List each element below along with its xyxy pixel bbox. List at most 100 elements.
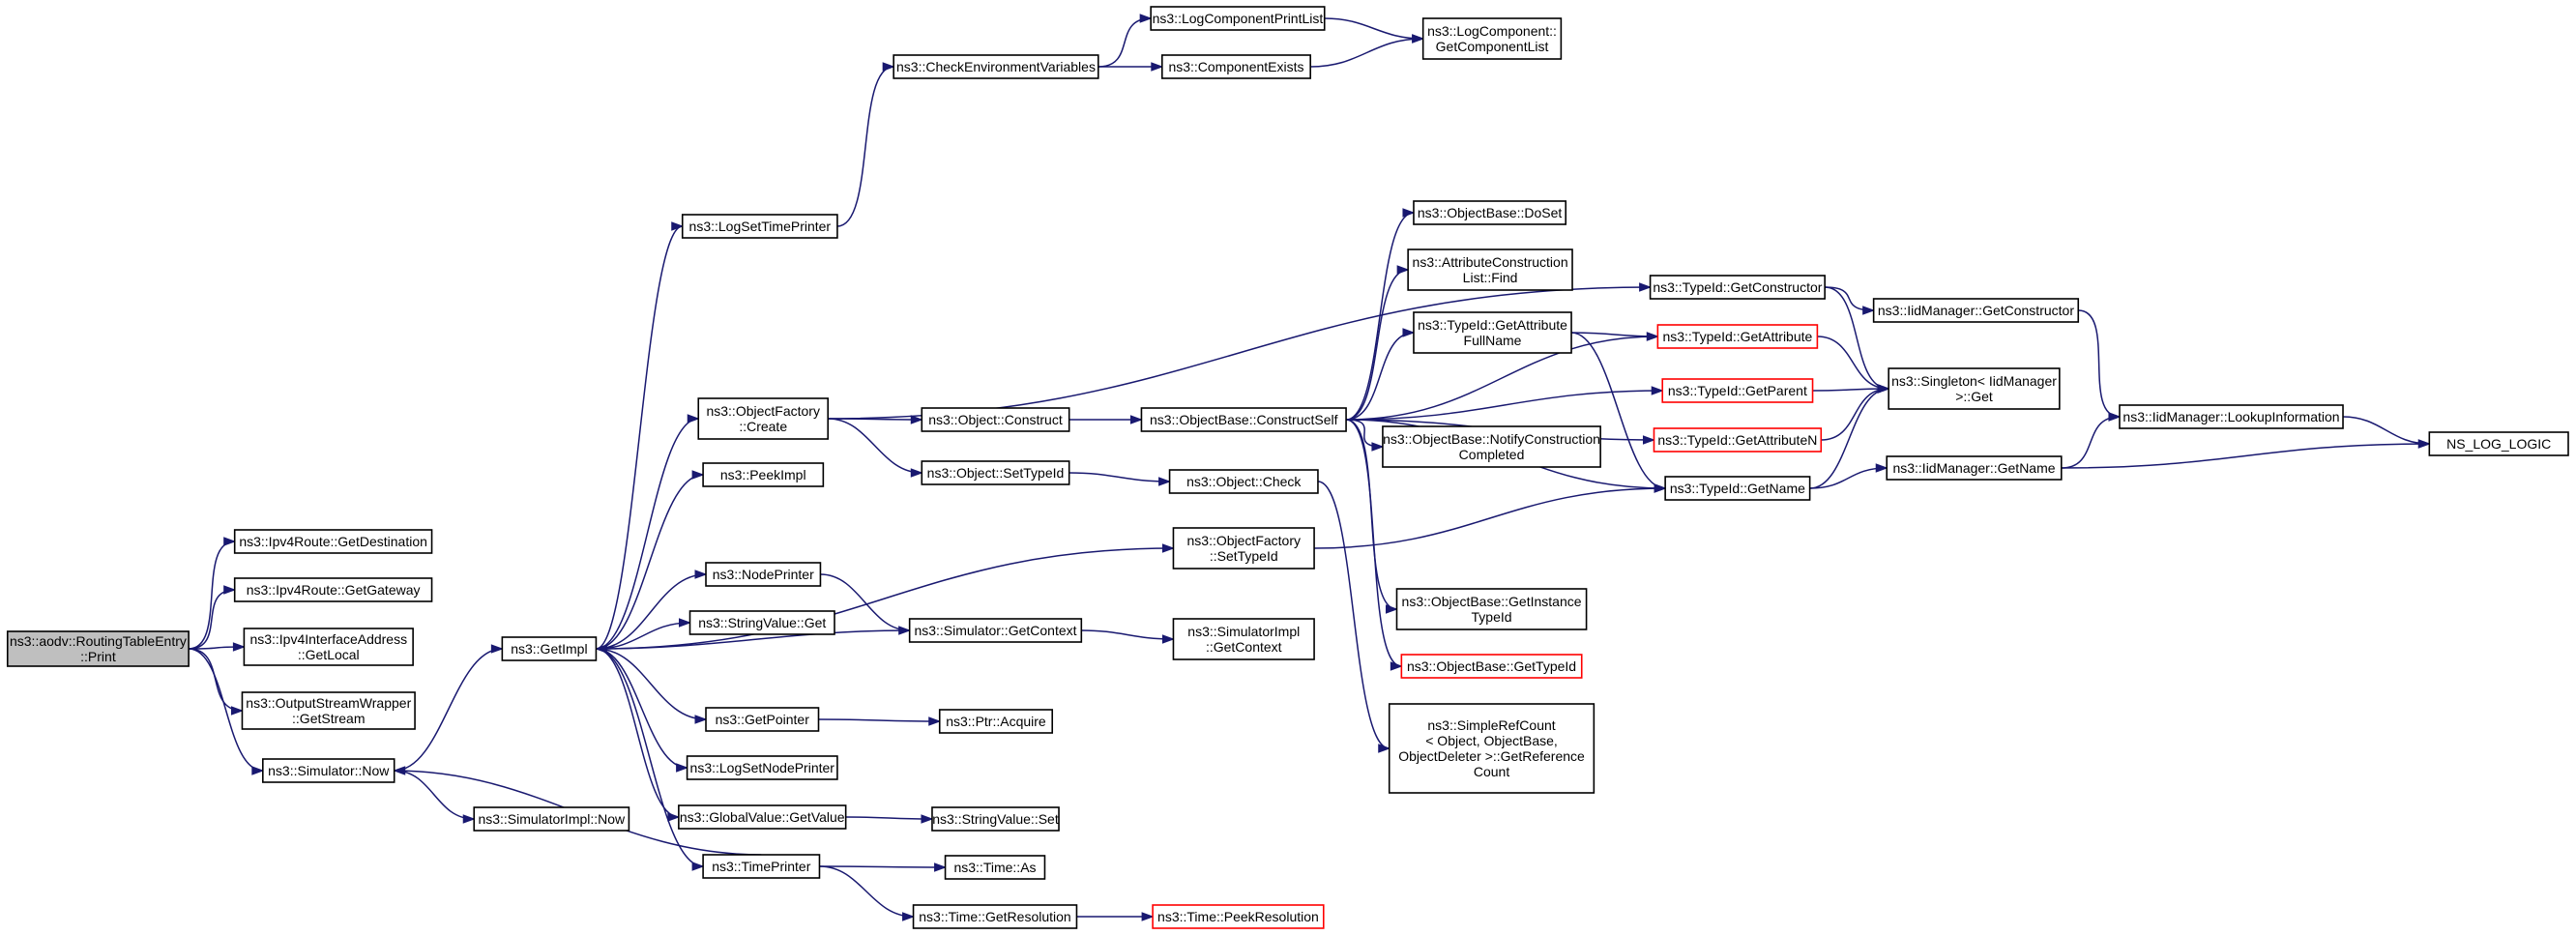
edge-line [819,865,914,918]
node-objcheck[interactable]: ns3::Object::Check [1168,469,1319,494]
node-tidgetattrn[interactable]: ns3::TypeId::GetAttributeN [1653,427,1823,453]
node-getpointer[interactable]: ns3::GetPointer [705,707,820,732]
edge-line [1571,332,1658,337]
node-obconstructself[interactable]: ns3::ObjectBase::ConstructSelf [1140,407,1347,432]
edge-timegetres-timepeekres [1076,912,1155,921]
node-box-ofsettypeid [1172,527,1315,570]
edge-line [596,648,707,720]
node-checkenv[interactable]: ns3::CheckEnvironmentVariables [893,54,1099,79]
node-obdoset[interactable]: ns3::ObjectBase::DoSet [1413,200,1567,225]
node-objconstruct[interactable]: ns3::Object::Construct [921,407,1070,432]
node-getgw[interactable]: ns3::Ipv4Route::GetGateway [233,577,433,602]
edge-obconstructself-tidgetparent [1346,386,1664,421]
edge-line [394,770,475,820]
edge-objsettypeid-objcheck [1068,472,1172,486]
edge-tidgetattrfull-tidgetname [1571,332,1667,493]
edge-arrowhead [1877,384,1890,394]
node-box-print [6,630,190,667]
node-getlocal[interactable]: ns3::Ipv4InterfaceAddress::GetLocal [243,628,414,666]
node-timegetres[interactable]: ns3::Time::GetResolution [912,904,1078,929]
node-simimplgetctx[interactable]: ns3::SimulatorImpl::GetContext [1172,618,1315,660]
node-timeprinter[interactable]: ns3::TimePrinter [702,854,821,879]
node-getstream[interactable]: ns3::OutputStreamWrapper::GetStream [241,691,416,730]
edge-arrowhead [1402,328,1416,337]
node-label-getcomplist: GetComponentList [1436,39,1549,54]
node-objsettypeid[interactable]: ns3::Object::SetTypeId [921,460,1070,485]
edge-line [1346,336,1658,421]
edge-arrowhead [1141,912,1155,921]
edge-arrowhead [1875,463,1888,473]
node-singletonget[interactable]: ns3::Singleton< IidManager >::Get [1888,367,2061,410]
edge-line [596,418,699,650]
node-box-iidgetctor [1872,298,2080,323]
node-timepeekres[interactable]: ns3::Time::PeekResolution [1152,904,1325,929]
node-box-getstream [241,691,416,730]
edge-line [596,573,707,650]
node-compexists[interactable]: ns3::ComponentExists [1161,54,1311,79]
node-getcomplist[interactable]: ns3::LogComponent::GetComponentList [1421,17,1563,60]
node-tidgetctor[interactable]: ns3::TypeId::GetConstructor [1649,275,1826,300]
edge-line [596,648,688,769]
node-iidgetname[interactable]: ns3::IidManager::GetName [1886,455,2063,481]
node-gvgetvalue[interactable]: ns3::GlobalValue::GetValue [678,804,847,830]
node-simnow[interactable]: ns3::Simulator::Now [262,758,395,783]
node-box-ptracquire [938,709,1054,734]
node-label-ptracquire: ns3::Ptr::Acquire [946,714,1046,729]
edge-arrowhead [691,470,705,480]
edge-getimpl-peekimpl [596,470,705,650]
node-label-simplerefcount: < Object, ObjectBase, [1425,733,1558,748]
node-iidgetctor[interactable]: ns3::IidManager::GetConstructor [1872,298,2080,323]
node-logsetnp[interactable]: ns3::LogSetNodePrinter [686,755,838,780]
node-nodeprinter[interactable]: ns3::NodePrinter [705,562,822,587]
node-box-logsetnp [686,755,838,780]
node-obnotify[interactable]: ns3::ObjectBase::NotifyConstructionCompl… [1382,425,1601,468]
node-iidlookup[interactable]: ns3::IidManager::LookupInformation [2119,404,2344,429]
node-logcpl[interactable]: ns3::LogComponentPrintList [1150,6,1326,31]
node-ofcreate[interactable]: ns3::ObjectFactory::Create [697,397,830,440]
node-peekimpl[interactable]: ns3::PeekImpl [702,462,825,487]
edge-arrowhead [1371,442,1385,452]
edge-arrowhead [934,862,948,872]
node-tidgetattr[interactable]: ns3::TypeId::GetAttribute [1656,324,1819,349]
edge-compexists-getcomplist [1310,34,1425,68]
node-logsettp[interactable]: ns3::LogSetTimePrinter [681,214,838,239]
node-strvalget[interactable]: ns3::StringValue::Get [688,610,835,635]
node-simplerefcount[interactable]: ns3::SimpleRefCount< Object, ObjectBase,… [1388,703,1595,794]
node-nslog[interactable]: NS_LOG_LOGIC [2428,431,2569,456]
node-simgetctx[interactable]: ns3::Simulator::GetContext [908,618,1083,643]
node-timeas[interactable]: ns3::Time::As [944,855,1046,880]
node-box-logcpl [1150,6,1326,31]
node-ofsettypeid[interactable]: ns3::ObjectFactory::SetTypeId [1172,527,1315,570]
edge-line [1345,212,1415,421]
node-obgettypeid[interactable]: ns3::ObjectBase::GetTypeId [1400,654,1583,679]
edge-line [828,418,922,474]
node-tidgetname[interactable]: ns3::TypeId::GetName [1664,476,1811,501]
edge-arrowhead [928,716,942,726]
node-box-objcheck [1168,469,1319,494]
edge-getimpl-ofcreate [596,414,700,650]
edge-arrowhead [676,763,689,773]
node-label-getimpl: ns3::GetImpl [511,641,587,657]
edge-arrowhead [223,585,237,595]
node-ptracquire[interactable]: ns3::Ptr::Acquire [938,709,1054,734]
node-box-getdest [233,529,433,554]
node-label-tidgetctor: ns3::TypeId::GetConstructor [1653,279,1822,295]
node-box-ofcreate [697,397,830,440]
node-box-tidgetattrn [1653,427,1823,453]
node-box-obdoset [1413,200,1567,225]
node-label-obgetinst: ns3::ObjectBase::GetInstance [1402,594,1582,609]
node-tidgetparent[interactable]: ns3::TypeId::GetParent [1661,378,1814,403]
edge-arrowhead [694,570,708,579]
node-box-logsettp [681,214,838,239]
node-print[interactable]: ns3::aodv::RoutingTableEntry::Print [6,630,190,667]
node-strvalset[interactable]: ns3::StringValue::Set [931,806,1060,832]
node-getimpl[interactable]: ns3::GetImpl [501,636,598,661]
node-getdest[interactable]: ns3::Ipv4Route::GetDestination [233,529,433,554]
edge-print-getstream [189,648,244,716]
node-simimplnow[interactable]: ns3::SimulatorImpl::Now [473,806,630,832]
edge-print-getlocal [189,642,246,652]
